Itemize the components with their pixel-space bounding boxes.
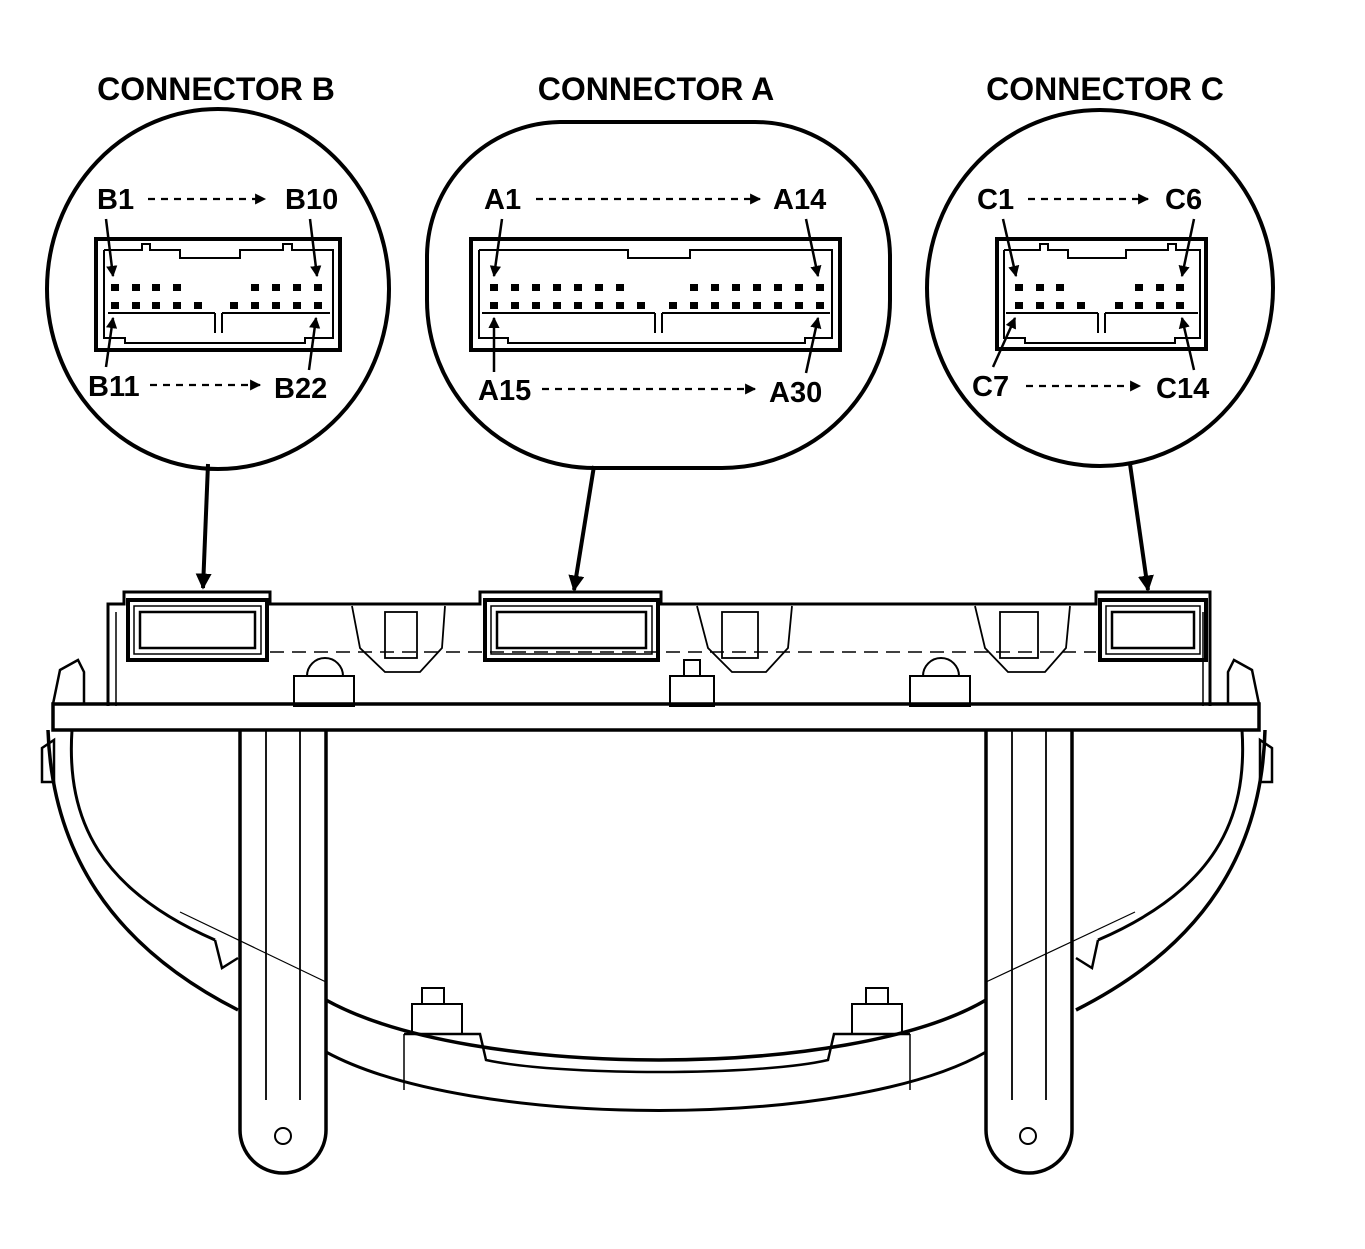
- socket-a: [483, 598, 660, 662]
- connector-a-label-top-right: A14: [773, 184, 826, 216]
- bezel-right-inner: [1097, 729, 1245, 942]
- housing-flange: [51, 702, 1261, 732]
- connector-a-label-bottom-left: A15: [478, 375, 531, 407]
- connector-b-location-arrow: [195, 463, 212, 590]
- connector-a-pointer-top-left: [489, 218, 504, 278]
- mounting-hole-right: [1019, 1127, 1037, 1145]
- connector-c-face: [995, 237, 1208, 351]
- connector-c-group: CONNECTOR C C1 C6 C7 C14: [925, 71, 1275, 592]
- clip-tabs: [351, 605, 1071, 673]
- connector-a-location-arrow: [568, 465, 596, 592]
- left-ear: [51, 658, 86, 705]
- connector-a-outline: [425, 120, 892, 470]
- bottom-recess: [404, 1032, 910, 1074]
- connector-b-label-top-right: B10: [285, 184, 338, 216]
- housing-back-plate: [106, 590, 1212, 706]
- connector-b-title: CONNECTOR B: [97, 71, 335, 107]
- connector-c-pointer-bottom-right: [1178, 316, 1196, 371]
- socket-c: [1098, 598, 1208, 662]
- socket-b: [126, 598, 269, 662]
- connector-a-pointer-bottom-right: [804, 316, 822, 374]
- connector-a-label-bottom-right: A30: [769, 377, 822, 409]
- connector-a-pointer-top-right: [804, 218, 822, 278]
- lens-bottom-outer: [325, 1050, 987, 1112]
- connector-b-group: CONNECTOR B B1 B10 B11 B22: [45, 71, 391, 590]
- mounting-hole-left: [274, 1127, 292, 1145]
- connector-c-label-top-left: C1: [977, 184, 1014, 216]
- connector-b-label-bottom-right: B22: [274, 373, 327, 405]
- connector-b-pins: [111, 284, 322, 309]
- gauge-housing: [40, 590, 1274, 1175]
- connector-b-pointer-bottom-left: [104, 316, 118, 368]
- connector-c-circle: [925, 108, 1275, 468]
- lens-bottom-edge: [325, 998, 987, 1062]
- mounting-leg-left: [238, 730, 328, 1175]
- connector-c-label-bottom-right: C14: [1156, 373, 1209, 405]
- connector-a-title: CONNECTOR A: [538, 71, 774, 107]
- mounting-bosses: [293, 657, 971, 707]
- connector-c-label-bottom-left: C7: [972, 371, 1009, 403]
- bezel-left-outer: [46, 729, 239, 1012]
- connector-a-label-top-left: A1: [484, 184, 521, 216]
- connector-c-pointer-top-left: [1001, 218, 1020, 278]
- connector-c-location-arrow: [1128, 463, 1154, 592]
- connector-c-pins: [1015, 284, 1184, 309]
- connector-b-face: [94, 237, 342, 352]
- connector-c-title: CONNECTOR C: [986, 71, 1224, 107]
- mounting-leg-right: [984, 730, 1074, 1175]
- connector-a-pins: [490, 284, 824, 309]
- bezel-right-outer: [1075, 729, 1267, 1012]
- connector-c-label-top-right: C6: [1165, 184, 1202, 216]
- connector-a-face: [469, 237, 842, 352]
- connector-c-pointer-bottom-left: [991, 316, 1017, 368]
- bezel-left-inner: [69, 729, 216, 942]
- connector-b-circle: [45, 107, 391, 471]
- connector-b-pointer-bottom-right: [307, 316, 321, 371]
- connector-b-pointer-top-left: [104, 218, 118, 278]
- connector-a-group: CONNECTOR A A1 A14 A15 A30: [425, 71, 892, 592]
- connector-b-pointer-top-right: [308, 218, 322, 278]
- connector-b-label-bottom-left: B11: [88, 371, 140, 403]
- connector-c-pointer-top-right: [1178, 218, 1196, 278]
- right-ear: [1226, 658, 1261, 705]
- connector-b-label-top-left: B1: [97, 184, 134, 216]
